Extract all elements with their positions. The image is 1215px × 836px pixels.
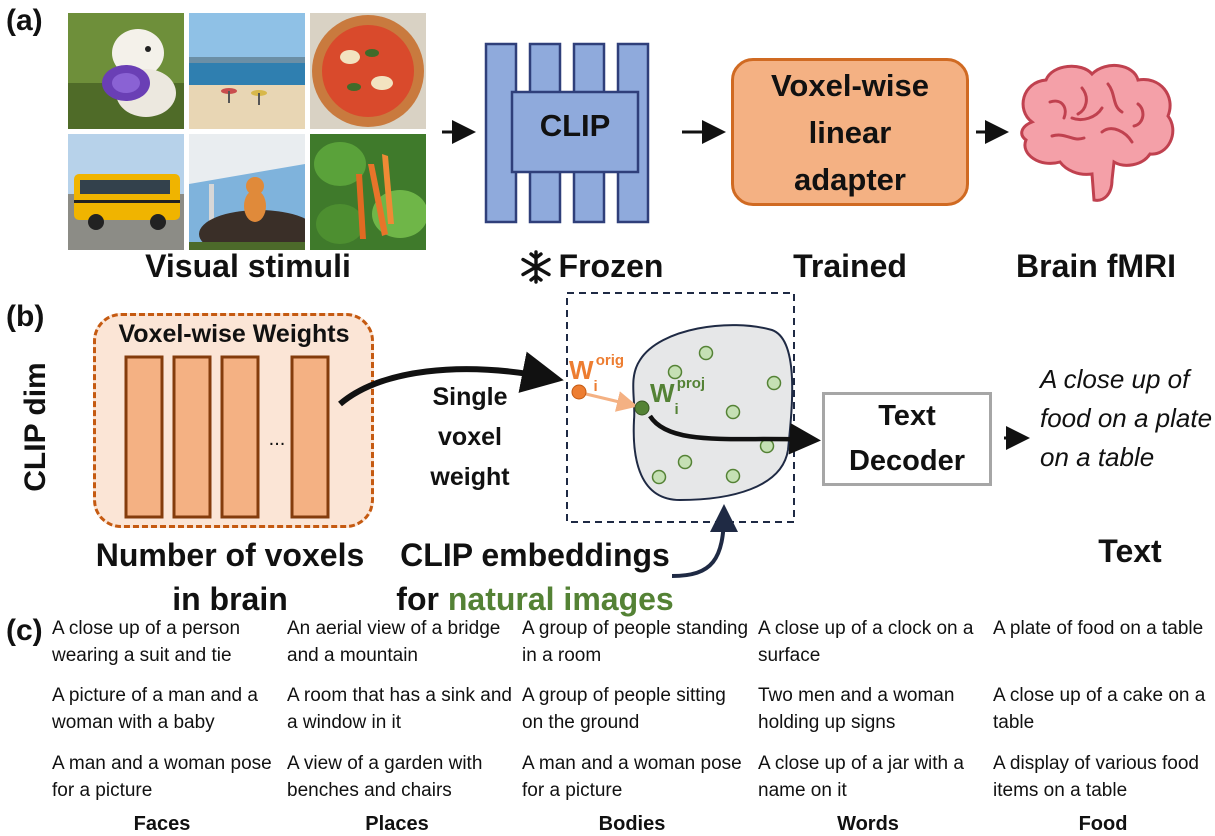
text-decoder-line-2: Decoder: [848, 445, 966, 477]
caption-food-1: A plate of food on a table: [993, 618, 1204, 639]
caption-words-1: A close up of a clock on a surface: [758, 618, 974, 666]
w-proj-sup: proj: [676, 375, 706, 392]
voxel-wise-linear-adapter-box: Voxel-wise linear adapter: [731, 58, 969, 206]
w-orig-sub: i: [593, 378, 598, 395]
voxel-wise-weights-label: Voxel-wise Weights: [118, 320, 350, 348]
clip-embeddings-line-2: for natural images: [385, 577, 685, 621]
panel-label-a: (a): [6, 4, 43, 37]
caption-faces-1: A close up of a person wearing a suit an…: [52, 618, 241, 666]
w-proj-sub: i: [674, 401, 679, 418]
number-of-voxels-line-2: in brain: [172, 581, 288, 617]
caption-places-2: A room that has a sink and a window in i…: [287, 685, 512, 733]
column-title-faces: Faces: [133, 813, 191, 835]
voxel-column-1: [124, 355, 164, 519]
caption-places-1: An aerial view of a bridge and a mountai…: [287, 618, 501, 666]
adapter-line-2: linear: [808, 114, 892, 150]
voxel-column-n: [290, 355, 330, 519]
column-title-bodies: Bodies: [598, 813, 666, 835]
arrow-orig-to-proj: [585, 391, 638, 412]
frozen-label: Frozen: [558, 248, 664, 284]
voxel-ellipsis: ...: [268, 428, 286, 450]
stimulus-pizza-image: [310, 13, 426, 129]
single-voxel-line-1: Single: [432, 383, 508, 411]
single-voxel-weight-label: Single voxel weight: [400, 377, 540, 497]
brain-icon: [1020, 63, 1175, 202]
clip-embeddings-label: CLIP embeddings for natural images: [385, 533, 685, 621]
brain-fmri-label: Brain fMRI: [1016, 248, 1176, 284]
number-of-voxels-label: Number of voxels in brain: [80, 533, 380, 621]
column-title-places: Places: [365, 813, 429, 835]
adapter-line-1: Voxel-wise: [771, 67, 929, 103]
caption-bodies-3: A man and a woman pose for a picture: [522, 753, 742, 801]
caption-faces-2: A picture of a man and a woman with a ba…: [52, 685, 258, 733]
text-label: Text: [1098, 533, 1162, 569]
w-orig-label: Wi orig: [569, 352, 626, 395]
adapter-line-3: adapter: [794, 161, 906, 197]
voxel-column-3: [220, 355, 260, 519]
column-title-food: Food: [1078, 813, 1128, 835]
column-title-words: Words: [837, 813, 899, 835]
trained-label: Trained: [793, 248, 907, 284]
arrow-proj-to-decoder: [648, 414, 821, 455]
caption-bodies-1: A group of people standing in a room: [522, 618, 749, 666]
clip-embeddings-line-1: CLIP embeddings: [400, 537, 670, 573]
w-proj-label: Wi proj: [650, 375, 707, 418]
caption-words-2: Two men and a woman holding up signs: [758, 685, 955, 733]
stimulus-beach-image: [189, 13, 305, 129]
stimulus-vegetables-image: [310, 134, 426, 250]
caption-food-2: A close up of a cake on a table: [993, 685, 1206, 733]
caption-places-3: A view of a garden with benches and chai…: [287, 753, 483, 801]
snowflake-icon: [520, 249, 551, 284]
text-decoder-line-1: Text: [878, 400, 936, 432]
number-of-voxels-line-1: Number of voxels: [95, 537, 365, 573]
voxel-column-2: [172, 355, 212, 519]
single-voxel-line-2: voxel weight: [430, 423, 510, 491]
caption-words-3: A close up of a jar with a name on it: [758, 753, 964, 801]
panel-label-c: (c): [6, 614, 43, 647]
natural-images-word: natural images: [447, 581, 674, 617]
w-orig-base: W: [569, 355, 594, 385]
decoded-output-text: A close up of food on a plate on a table: [1040, 364, 1213, 472]
frozen-label-group: Frozen: [506, 248, 676, 285]
embedding-space-frame: [566, 292, 795, 523]
caption-bodies-2: A group of people sitting on the ground: [522, 685, 726, 733]
arrow-to-embedding-space: [338, 351, 564, 407]
voxel-weight-columns: [124, 355, 330, 519]
stimulus-dog-image: [68, 13, 184, 129]
clip-label: CLIP: [539, 108, 611, 143]
caption-faces-3: A man and a woman pose for a picture: [52, 753, 272, 801]
stimulus-cat-image: [189, 134, 305, 250]
stimulus-bus-image: [68, 134, 184, 250]
text-decoder-box: Text Decoder: [822, 392, 992, 486]
for-word: for: [396, 581, 439, 617]
w-proj-point: [634, 400, 650, 416]
clip-encoder-diagram: [484, 42, 650, 224]
w-orig-point: [571, 384, 587, 400]
panel-label-b: (b): [6, 300, 45, 333]
w-proj-base: W: [650, 378, 675, 408]
caption-food-3: A display of various food items on a tab…: [993, 753, 1199, 801]
natural-image-embedding-points: [651, 345, 782, 485]
visual-stimuli-label: Visual stimuli: [145, 248, 351, 284]
arrow-embeddings-label: [671, 504, 738, 578]
w-orig-sup: orig: [595, 352, 625, 369]
